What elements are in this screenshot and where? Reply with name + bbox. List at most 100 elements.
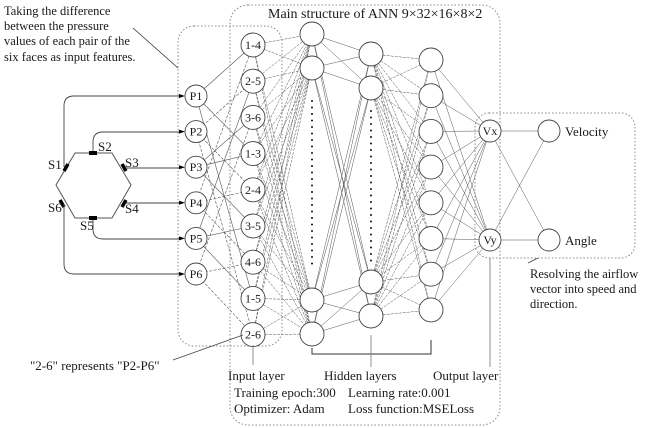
sensor-tab-s2 [89, 151, 97, 155]
face-label-s2: S2 [98, 139, 112, 154]
arrow-icon [179, 200, 185, 205]
arrow-icon [179, 129, 185, 134]
edge-input-hidden1 [252, 44, 313, 301]
hidden2-ellipsis [370, 110, 372, 112]
hidden2-ellipsis [370, 194, 372, 197]
edge-hidden2-hidden3 [370, 87, 432, 310]
hidden3-node [418, 47, 444, 73]
pressure-node-p2 [184, 120, 208, 144]
sensor-tab-s3 [120, 163, 128, 172]
output-node-vx-label: Vx [483, 124, 498, 138]
input-group-box [177, 25, 283, 347]
hidden2-ellipsis [370, 207, 372, 210]
input-node-3-5-label: 3-5 [245, 219, 261, 233]
hidden-layers-label: Hidden layers [324, 368, 397, 383]
edge-hidden2-hidden3 [370, 87, 432, 168]
input-node-1-4 [240, 32, 266, 58]
output-group-box [474, 112, 636, 259]
hidden1-ellipsis [311, 236, 313, 239]
hidden1-ellipsis [311, 223, 313, 226]
hidden2-ellipsis [370, 240, 372, 242]
hidden1-ellipsis [311, 126, 313, 128]
input-node-2-4-label: 2-4 [245, 183, 261, 197]
input-node-3-6 [240, 104, 266, 130]
optimizer: Optimizer: Adam [234, 401, 325, 416]
hidden3-node [418, 226, 444, 251]
edge-hidden3-output [430, 166, 491, 241]
resolve-line-2: vector into speed and [530, 282, 637, 296]
note-line-4: six faces as input features. [4, 50, 136, 64]
edge-input-hidden1 [252, 33, 313, 299]
sensor-tab-s1 [62, 163, 70, 172]
hidden1-node [299, 287, 325, 313]
route-s6-p6 [63, 204, 182, 275]
hidden3-node [418, 118, 444, 144]
hidden3-node [418, 190, 444, 216]
hexagon-sensor: S1 S2 S3 S4 S5 S6 [48, 95, 182, 275]
hidden2-ellipsis [370, 123, 372, 125]
hidden1-ellipsis [311, 184, 313, 187]
pressure-node-p3-label: P3 [190, 160, 203, 174]
hidden1-ellipsis [311, 197, 313, 200]
edge-hidden2-hidden3 [370, 59, 432, 89]
edge-pressure-input [195, 44, 254, 203]
note-pointer [132, 27, 179, 69]
edge-input-hidden1 [252, 33, 313, 190]
edge-hidden2-hidden3 [370, 281, 432, 311]
edge-hidden3-output [430, 95, 491, 241]
input-node-4-6-label: 4-6 [245, 255, 261, 269]
edge-hidden1-hidden2 [311, 281, 372, 335]
hidden1-ellipsis [311, 119, 313, 122]
edge-hidden2-hidden3 [370, 59, 432, 283]
hidden2-ellipsis [370, 116, 372, 119]
hidden2-ellipsis [370, 129, 372, 132]
input-node-1-3-label: 1-3 [245, 147, 261, 161]
route-s2-p2 [92, 131, 182, 151]
note-line-1: Taking the difference [4, 4, 111, 18]
input-node-1-5-label: 1-5 [245, 291, 261, 305]
input-node-4-6 [240, 249, 266, 275]
edge-hidden3-output [430, 239, 491, 311]
hidden2-node [358, 269, 384, 295]
input-features-note: Taking the difference between the pressu… [4, 4, 179, 69]
result-node-angle-label: Angle [565, 233, 597, 248]
hidden1-ellipsis [311, 178, 313, 180]
pressure-node-p1-label: P1 [190, 89, 203, 103]
edge-input-hidden1 [252, 225, 313, 301]
hidden1-ellipsis [311, 243, 313, 245]
face-label-s6: S6 [48, 200, 62, 215]
edge-input-hidden1 [252, 67, 313, 227]
hidden1-ellipsis [311, 100, 313, 102]
hidden3-node [418, 297, 444, 323]
hidden2-ellipsis [370, 201, 372, 203]
edge-pressure-input [195, 81, 254, 239]
hidden1-ellipsis [311, 132, 313, 135]
learning-rate: Learning rate:0.001 [348, 385, 451, 400]
edge-pressure-input [195, 238, 254, 299]
hidden1-ellipsis [311, 139, 313, 141]
edge-input-hidden1 [252, 225, 313, 335]
result-node-angle [537, 228, 561, 252]
pressure-node-p5-label: P5 [190, 231, 203, 245]
edge-input-hidden1 [252, 67, 313, 154]
hidden1-ellipsis [311, 113, 313, 115]
hidden2-ellipsis [370, 253, 372, 255]
hidden2-ellipsis [370, 259, 372, 262]
edge-hidden2-hidden3 [370, 87, 432, 239]
note-line-3: values of each pair of the [4, 34, 130, 48]
hidden2-ellipsis [370, 227, 372, 229]
hidden3-node [418, 261, 444, 287]
route-s5-p5 [92, 220, 182, 240]
sensor-tab-s6 [58, 199, 66, 208]
hidden2-ellipsis [370, 175, 372, 177]
face-label-s4: S4 [125, 201, 139, 216]
hidden1-ellipsis [311, 106, 313, 109]
sensor-tab-s4 [120, 199, 128, 208]
arrow-icon [179, 272, 185, 276]
note-line-2: between the pressure [4, 19, 109, 33]
edge-hidden2-hidden3 [370, 87, 432, 275]
hidden1-ellipsis [311, 152, 313, 154]
arrow-icon [179, 94, 185, 98]
input-node-2-4 [240, 177, 266, 203]
hidden3-node [418, 154, 444, 180]
